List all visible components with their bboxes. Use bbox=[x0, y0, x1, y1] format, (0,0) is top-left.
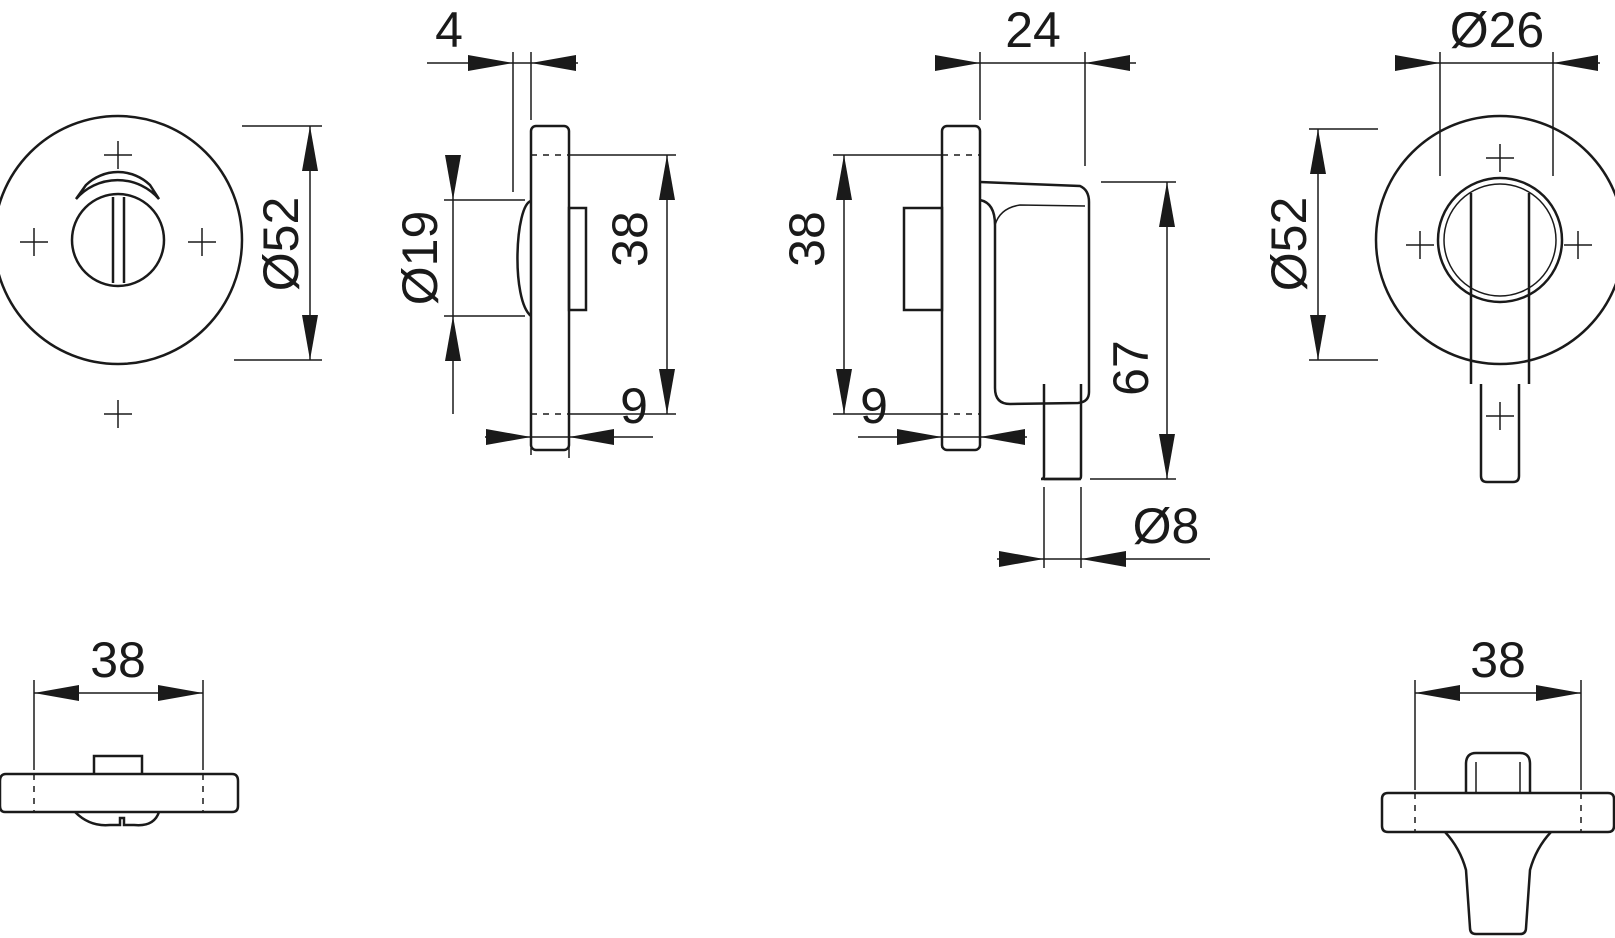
rose-front-view-left: Ø52 bbox=[0, 114, 322, 428]
dim-width-38-bottom-left: 38 bbox=[90, 632, 146, 688]
screw-marks bbox=[20, 141, 216, 428]
rose-side-view-left: 38 Ø19 4 9 bbox=[392, 2, 676, 458]
dim-diameter-26: Ø26 bbox=[1450, 2, 1545, 58]
dim-height-38-left: 38 bbox=[602, 211, 658, 267]
rose-top-view-left: 38 bbox=[0, 632, 240, 827]
dim-width-38-bottom-right: 38 bbox=[1470, 632, 1526, 688]
dim-thickness-9-left: 9 bbox=[620, 378, 648, 434]
screw-marks-right bbox=[1406, 144, 1592, 430]
dim-width-4: 4 bbox=[435, 2, 463, 58]
dim-diameter-19: Ø19 bbox=[392, 211, 448, 306]
lever-side-view: 38 24 67 9 Ø8 bbox=[779, 2, 1210, 568]
dim-diameter-52-left: Ø52 bbox=[253, 197, 309, 292]
dim-diameter-52-right: Ø52 bbox=[1261, 197, 1317, 292]
lever-top-view-right: 38 bbox=[1380, 632, 1615, 936]
dim-width-24: 24 bbox=[1005, 2, 1061, 58]
dim-diameter-8: Ø8 bbox=[1133, 498, 1200, 554]
dim-height-67: 67 bbox=[1103, 340, 1159, 396]
lever-front-view-right: Ø26 Ø52 bbox=[1261, 2, 1615, 484]
dim-height-38-middle: 38 bbox=[779, 211, 835, 267]
dim-thickness-9-middle: 9 bbox=[860, 378, 888, 434]
